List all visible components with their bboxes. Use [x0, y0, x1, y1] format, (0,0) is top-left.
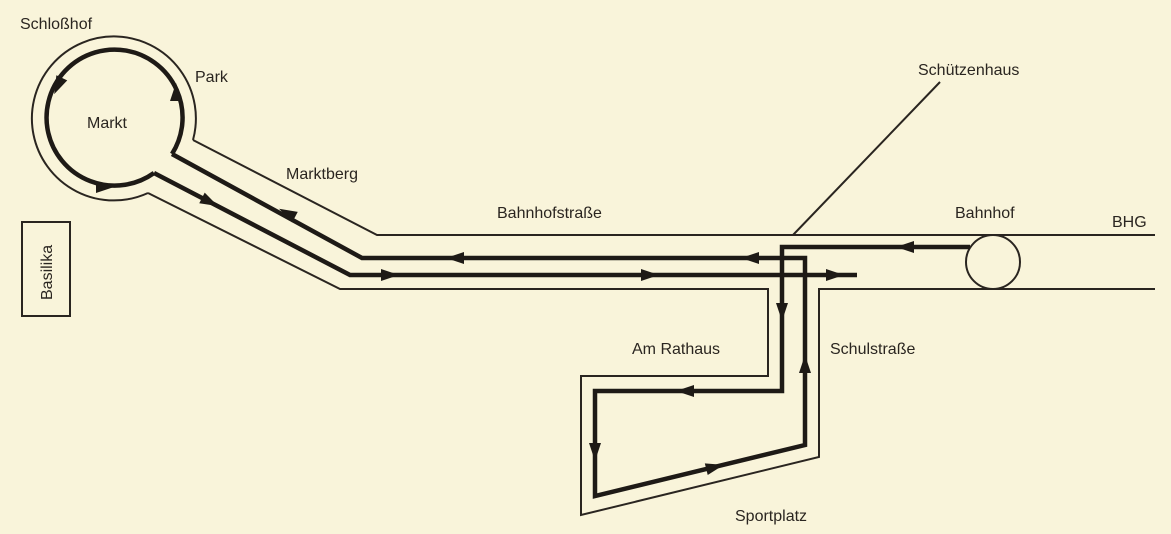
label-marktberg: Marktberg [286, 166, 358, 183]
label-basilika: Basilika [39, 245, 56, 300]
marktberg-lower-edge [147, 192, 1155, 517]
schuetzenhaus-pointer [792, 81, 941, 236]
arrow-icon [776, 303, 788, 321]
arrow-icon [589, 443, 601, 461]
arrow-icon [799, 355, 811, 373]
arrow-icon [199, 192, 219, 207]
arrow-icon [641, 269, 659, 281]
arrow-icon [704, 463, 724, 475]
arrow-icon [96, 181, 114, 193]
label-am-rathaus: Am Rathaus [632, 341, 720, 358]
direction-arrows [54, 75, 914, 475]
arrow-icon [279, 208, 298, 223]
label-bahnhof: Bahnhof [955, 205, 1015, 222]
label-schlosshof: Schloßhof [20, 16, 93, 33]
labels: Schloßhof Park Markt Marktberg Bahnhofst… [20, 16, 1147, 525]
schlosshof-ring-street [30, 35, 197, 202]
label-sportplatz: Sportplatz [735, 508, 807, 525]
bahnhof-station [965, 234, 1021, 290]
arrow-icon [446, 252, 464, 264]
arrow-icon [741, 252, 759, 264]
route-outbound-to-bahnhof [152, 171, 857, 278]
label-bhg: BHG [1112, 214, 1147, 231]
arrow-icon [54, 75, 68, 95]
arrow-icon [170, 83, 182, 101]
arrow-icon [676, 385, 694, 397]
label-schulstrasse: Schulstraße [830, 341, 915, 358]
route-inbound-from-bahnhof [170, 152, 970, 499]
label-bahnhofstrasse: Bahnhofstraße [497, 205, 602, 222]
marktberg-upper-edge [192, 139, 1155, 236]
label-schuetzenhaus: Schützenhaus [918, 62, 1019, 79]
label-park: Park [195, 69, 229, 86]
arrow-icon [896, 241, 914, 253]
arrow-icon [381, 269, 399, 281]
streets [21, 35, 1155, 517]
label-markt: Markt [87, 115, 128, 132]
basilika-box [21, 221, 71, 317]
arrow-icon [826, 269, 844, 281]
